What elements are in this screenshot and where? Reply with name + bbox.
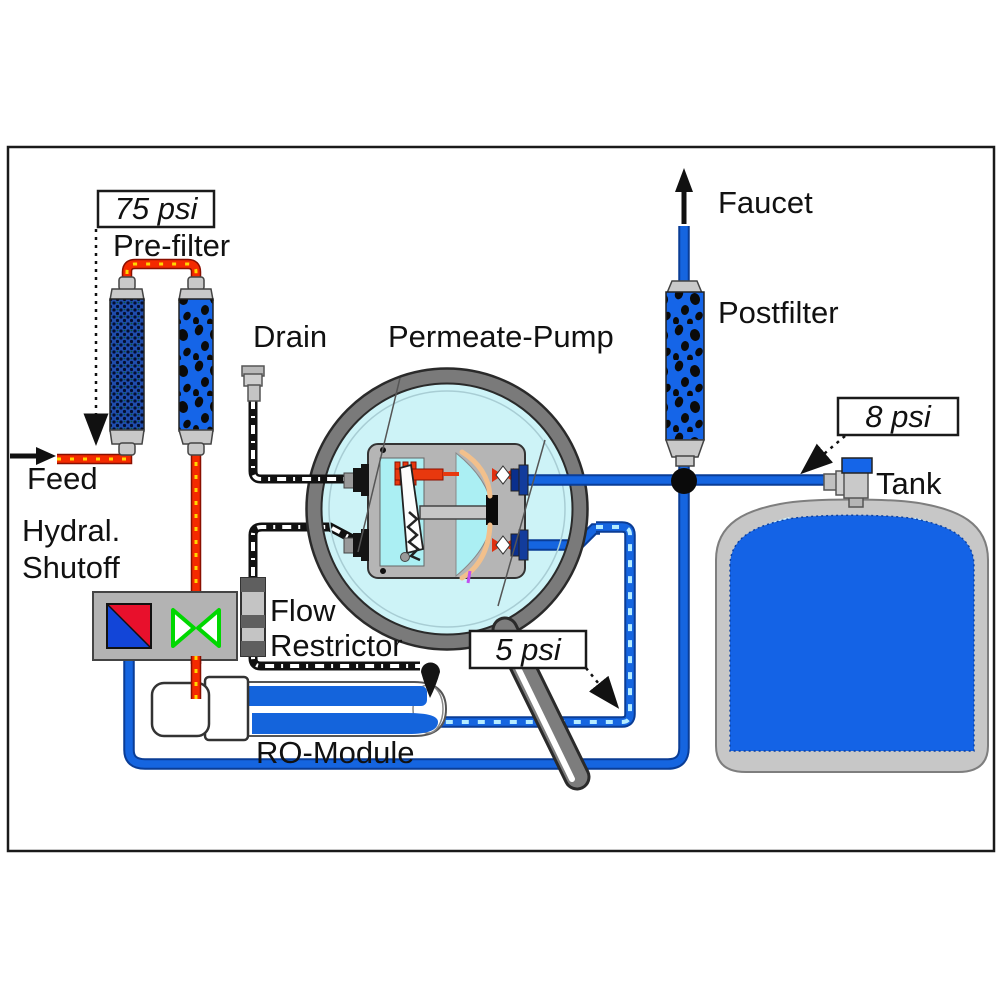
tank-water <box>729 514 975 752</box>
pump-spring <box>406 511 421 562</box>
faucet-arrow-icon <box>675 168 693 224</box>
pump-lever <box>399 463 425 555</box>
lens-reflection-right <box>497 439 546 607</box>
pump-shaft <box>419 505 489 520</box>
pump-diaphragm-lower <box>459 522 493 581</box>
drain-line-lower <box>248 522 420 671</box>
ro-module <box>150 675 448 742</box>
shutoff-valve-icon <box>171 608 221 648</box>
feed-arrow-icon <box>10 447 56 465</box>
lens-reflection-left <box>357 377 401 553</box>
pump-drain-port-fittings <box>343 464 369 561</box>
flow-restrictor-label-line1: Flow <box>270 593 336 628</box>
drain-line-upper <box>248 400 356 484</box>
ro-module-feed-band <box>233 686 427 706</box>
feed-pressure-label: 75 psi <box>115 191 199 226</box>
pump-diaphragm-upper <box>459 449 493 499</box>
ro-module-label: RO-Module <box>256 735 415 770</box>
pressure-callout-tank: 8 psi <box>800 396 960 475</box>
tank-pressure-label: 8 psi <box>865 399 932 434</box>
concentrate-drop-icon <box>421 662 440 698</box>
flow-restrictor-label-line2: Restrictor <box>270 628 403 663</box>
tank-label: Tank <box>876 466 942 501</box>
pump-magnifier-ring <box>305 367 589 651</box>
drain-label: Drain <box>253 319 327 354</box>
permeate-pressure-label: 5 psi <box>495 632 562 667</box>
flow-restrictor <box>240 577 266 657</box>
tank-valve-handle <box>841 457 873 474</box>
pump-piston-plate <box>486 495 498 525</box>
ro-module-cap-inner <box>203 675 250 742</box>
drain-outlet-connector <box>241 365 265 402</box>
hydral-shutoff-label-line2: Shutoff <box>22 550 120 585</box>
pipe-junction-dot <box>671 468 697 494</box>
permeate-pump-label: Permeate-Pump <box>388 319 614 354</box>
pre-filter-label: Pre-filter <box>113 228 230 263</box>
pump-seal-mark <box>466 570 472 584</box>
pressure-callout-feed: 75 psi <box>83 189 216 446</box>
pressure-callout-permeate: 5 psi <box>468 629 620 709</box>
postfilter-cartridge <box>664 280 706 467</box>
ro-module-permeate-band <box>252 713 438 734</box>
faucet-label: Faucet <box>718 185 813 220</box>
pre-filter-sediment <box>109 276 145 456</box>
postfilter-label: Postfilter <box>718 295 839 330</box>
hydral-shutoff-label-line1: Hydral. <box>22 513 120 548</box>
permeate-pump-mechanism <box>343 443 529 584</box>
feed-label: Feed <box>27 461 98 496</box>
low-pressure-permeate-pipe <box>441 521 636 728</box>
pre-filter-carbon <box>178 276 214 456</box>
tank-pressure-sense-pipe <box>123 470 690 770</box>
storage-tank <box>715 498 989 773</box>
